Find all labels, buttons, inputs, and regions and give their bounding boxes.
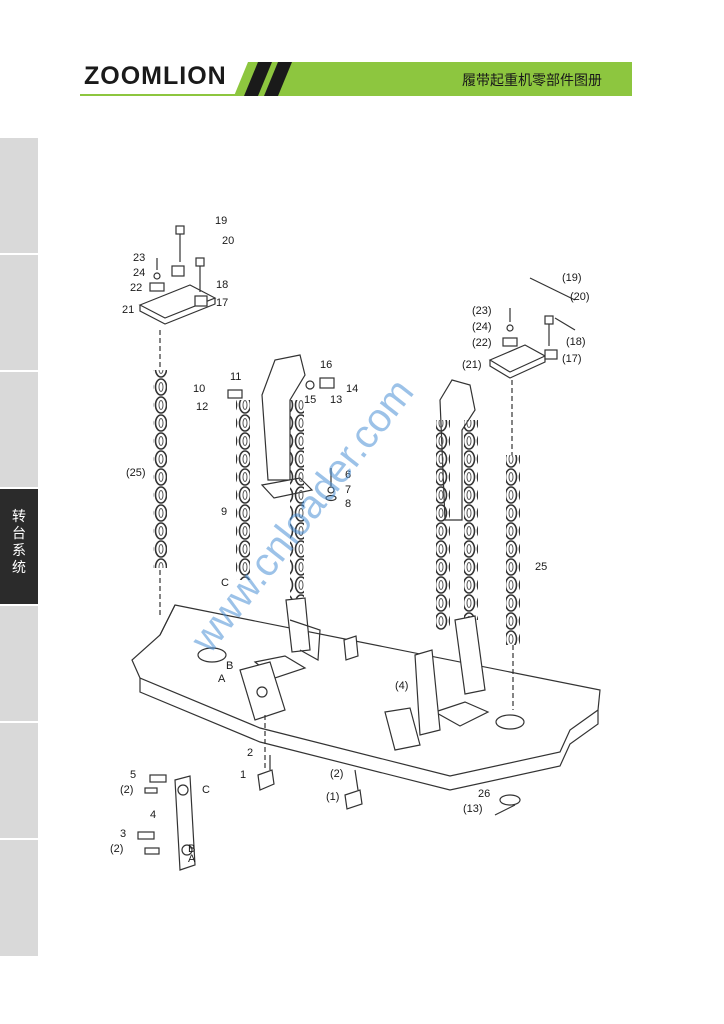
chain-left (153, 330, 167, 615)
callout-10: 10 (193, 383, 205, 395)
callout-4p: (4) (395, 680, 408, 692)
callout-A: A (218, 673, 226, 685)
callout-21b: (21) (462, 359, 482, 371)
callout-23a: 23 (133, 252, 145, 264)
link-plate-detail (137, 774, 196, 871)
legend-5: 5 (130, 769, 136, 781)
callout-17b: (17) (562, 353, 582, 365)
callout-25b: 25 (535, 561, 547, 573)
legend-3: 3 (120, 828, 126, 840)
callout-24a: 24 (133, 267, 145, 279)
callout-9: 9 (221, 506, 227, 518)
legend-2b: (2) (110, 843, 123, 855)
callout-6: 6 (345, 469, 351, 481)
hanger-plate-right (488, 277, 576, 455)
sidebar-tab-turntable[interactable]: 转台系统 (0, 489, 38, 606)
brand-logo: ZOOMLION (84, 62, 227, 90)
section-sidebar: 转台系统 (0, 138, 38, 958)
callout-21a: 21 (122, 304, 134, 316)
callout-11: 11 (230, 371, 241, 383)
callout-26: 26 (478, 788, 490, 800)
callout-18a: 18 (216, 279, 228, 291)
callout-20b: (20) (570, 291, 590, 303)
sidebar-tab-5[interactable] (0, 606, 38, 723)
callout-23b: (23) (472, 305, 492, 317)
header-stripe-1 (244, 62, 272, 96)
callout-20a: 20 (222, 235, 234, 247)
header-accent-bar (234, 62, 632, 96)
bracket-left (239, 661, 286, 770)
legend-B: B (188, 843, 195, 855)
callout-13p: (13) (463, 803, 483, 815)
page-header: ZOOMLION 履带起重机零部件图册 (0, 0, 724, 110)
callout-22a: 22 (130, 282, 142, 294)
catalog-title: 履带起重机零部件图册 (462, 73, 602, 89)
legend-C: C (202, 784, 210, 796)
callout-24b: (24) (472, 321, 492, 333)
header-banner (80, 62, 632, 96)
callout-15: 15 (304, 394, 316, 406)
callout-18b: (18) (566, 336, 586, 348)
legend-4: 4 (150, 809, 156, 821)
chain-right (506, 455, 520, 710)
callout-17a: 17 (216, 297, 228, 309)
header-stripe-2 (264, 62, 292, 96)
callout-12: 12 (196, 401, 208, 413)
callout-13: 13 (330, 394, 342, 406)
sidebar-tab-2[interactable] (0, 255, 38, 372)
sidebar-tab-1[interactable] (0, 138, 38, 255)
callout-16: 16 (320, 359, 332, 371)
legend-2a: (2) (120, 784, 133, 796)
sidebar-tab-label: 转台系统 (12, 509, 26, 576)
callout-C: C (221, 577, 229, 589)
callout-1: 1 (240, 769, 246, 781)
callout-19b: (19) (562, 272, 582, 284)
callout-B: B (226, 660, 233, 672)
sidebar-tab-7[interactable] (0, 840, 38, 958)
callout-2p: (2) (330, 768, 343, 780)
post-assembly (227, 354, 337, 661)
callout-8: 8 (345, 498, 351, 510)
callout-25a: (25) (126, 467, 146, 479)
callout-1p: (1) (326, 791, 339, 803)
callout-22b: (22) (472, 337, 492, 349)
callout-19a: 19 (215, 215, 227, 227)
sidebar-tab-3[interactable] (0, 372, 38, 489)
counterweight-tray (131, 604, 601, 791)
hanger-plate-left (138, 225, 217, 325)
callout-14: 14 (346, 383, 358, 395)
sidebar-tab-6[interactable] (0, 723, 38, 840)
pin-group-bottom (257, 635, 521, 816)
callout-2: 2 (247, 747, 253, 759)
post-assembly-right (384, 379, 486, 751)
legend-A: A (188, 853, 196, 865)
chain-center-left (236, 400, 250, 580)
callout-7: 7 (345, 484, 351, 496)
header-underline (80, 94, 240, 96)
